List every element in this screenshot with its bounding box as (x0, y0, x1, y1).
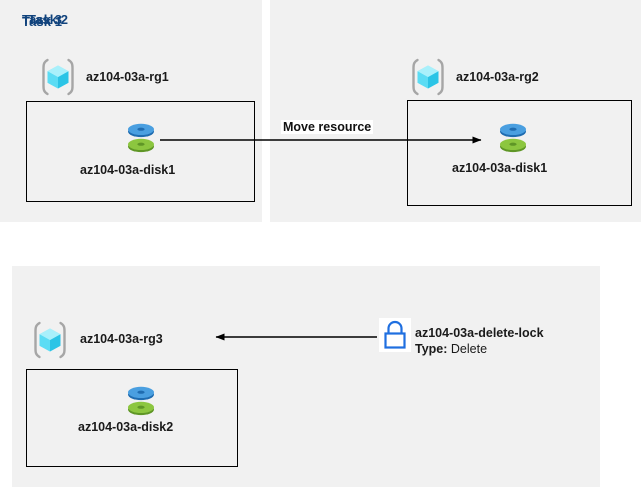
lock-type-value: Delete (450, 342, 488, 356)
resource-container-task-3 (26, 369, 238, 467)
resource-container-task-1 (26, 101, 255, 202)
lock-name-label: az104-03a-delete-lock (415, 326, 544, 340)
resource-group-cube-icon (408, 57, 448, 97)
resource-group-label-task-1: az104-03a-rg1 (86, 70, 169, 84)
panel-task-2 (270, 0, 641, 222)
panel-task-1 (0, 0, 262, 222)
panel-task-3 (12, 266, 600, 487)
managed-disk-icon (120, 116, 162, 158)
lock-type-label: Type: Delete (415, 342, 487, 356)
resource-label-task-2: az104-03a-disk1 (452, 161, 548, 175)
panel-title-task-2: Task 2 (28, 12, 69, 27)
resource-group-cube-icon (38, 57, 78, 97)
panel-title-task-3: Task 3 (22, 12, 63, 27)
resource-group-label-task-3: az104-03a-rg3 (80, 332, 163, 346)
resource-label-task-1: az104-03a-disk1 (80, 163, 176, 177)
resource-label-task-3: az104-03a-disk2 (78, 420, 174, 434)
panel-title-task-1: Task 1 (22, 14, 63, 29)
padlock-icon (379, 318, 411, 352)
resource-group-label-task-2: az104-03a-rg2 (456, 70, 539, 84)
lock-type-key: Type: (415, 342, 448, 356)
edge-label-move-resource: Move resource (281, 120, 374, 134)
resource-group-cube-icon (30, 320, 70, 360)
managed-disk-icon (120, 379, 162, 421)
resource-container-task-2 (407, 100, 632, 206)
managed-disk-icon (492, 116, 534, 158)
